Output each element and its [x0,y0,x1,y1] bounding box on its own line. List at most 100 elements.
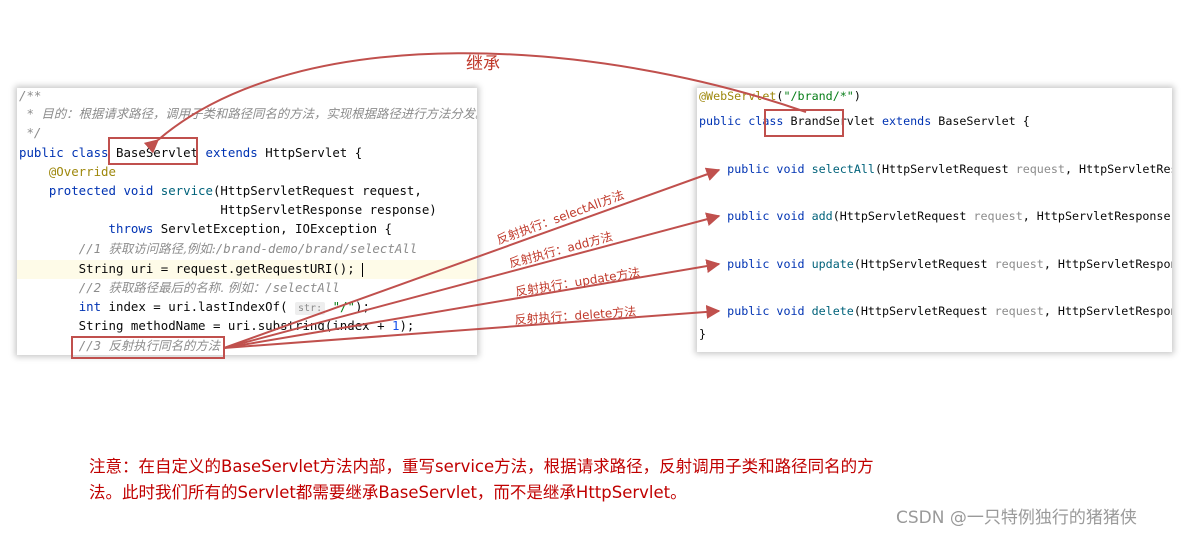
brand-servlet-code-panel: @WebServlet("/brand/*") public class Bran… [697,88,1172,352]
code-token: int [78,299,109,314]
code-token [19,183,49,198]
base-servlet-code-line: */ [19,125,41,141]
code-token: public void [727,209,812,223]
code-token: (HttpServletRequest [853,304,995,318]
code-token: BaseServlet { [938,114,1030,128]
base-servlet-code-line: protected void service(HttpServletReques… [19,183,422,199]
code-token: //3 [78,338,109,353]
brand-servlet-code-line: public void delete(HttpServletRequest re… [699,303,1172,319]
code-token [19,299,79,314]
code-token: , HttpServletResponse [1064,162,1172,176]
brand-servlet-code-line: @WebServlet("/brand/*") [699,88,861,104]
base-servlet-code-line: @Override [19,164,116,180]
code-token: String methodName = uri.substring(index … [19,318,392,333]
code-token: index = uri.lastIndexOf( [108,299,296,314]
base-servlet-code-panel: /** * 目的：根据请求路径，调用子类和路径同名的方法，实现根据路径进行方法分… [17,88,477,355]
code-token: ); [399,318,415,333]
code-token: ServletException, IOException { [160,221,393,236]
reflect-label-update: 反射执行：update方法 [514,265,642,299]
code-token: /selectAll [265,280,340,295]
base-servlet-code-line: * 目的：根据请求路径，调用子类和路径同名的方法，实现根据路径进行方法分发。 [19,106,477,122]
code-token: request [994,257,1044,271]
note-line-1: 注意：在自定义的BaseServlet方法内部，重写service方法，根据请求… [89,457,874,476]
code-token: request [973,209,1023,223]
base-servlet-code-line: throws ServletException, IOException { [19,221,392,237]
code-token: HttpServletResponse response) [19,202,437,217]
code-token: public void [727,162,812,176]
code-token [19,164,49,179]
code-token: HttpServlet { [265,145,363,160]
base-servlet-code-line: //3 反射执行同名的方法 [19,338,220,354]
code-token: public void [727,257,812,271]
code-token: 获取访问路径,例如: [108,241,216,256]
code-token [19,338,79,353]
code-token: 获取路径最后的名称. 例如： [108,280,266,295]
code-token: request [994,304,1044,318]
code-token [699,304,727,318]
base-servlet-code-line: String methodName = uri.substring(index … [19,318,415,334]
brand-servlet-code-line: public class BrandServlet extends BaseSe… [699,113,1030,129]
code-token: /brand-demo/brand/selectAll [215,241,418,256]
code-token: BrandServlet [790,114,875,128]
code-token: @WebServlet [699,89,777,103]
code-token: service [160,183,213,198]
code-token: add [811,209,833,223]
code-token: selectAll [811,162,875,176]
brand-servlet-code-line: } [699,326,706,342]
base-servlet-code-line: //2 获取路径最后的名称. 例如：/selectAll [19,280,340,296]
code-token: 反射执行同名的方法 [108,338,221,353]
code-token: } [699,327,707,341]
code-token [325,299,332,314]
code-token [19,280,79,295]
code-token: "/brand/*" [783,89,854,103]
code-token: str: [295,302,326,315]
code-token: protected void [48,183,161,198]
code-token: //2 [78,280,109,295]
csdn-watermark: CSDN @一只特例独行的猪猪侠 [896,508,1137,528]
code-token: delete [811,304,854,318]
code-token: , HttpServletResponse [1022,209,1172,223]
code-token: public class [19,145,116,160]
code-token: (HttpServletRequest [832,209,974,223]
code-token: request [1015,162,1065,176]
base-servlet-code-line: /** [19,88,41,104]
code-token: (HttpServletRequest [853,257,995,271]
base-servlet-code-line: //1 获取访问路径,例如:/brand-demo/brand/selectAl… [19,241,418,257]
reflect-label-delete: 反射执行：delete方法 [514,304,637,327]
code-token: //1 [78,241,109,256]
code-token: , HttpServletResponse [1043,257,1172,271]
code-token [19,241,79,256]
code-token [699,162,727,176]
code-token: 目的：根据请求路径，调用子类和路径同名的方法，实现根据路径进行方法分发。 [41,106,477,121]
code-token: extends [198,145,266,160]
base-servlet-code-line: String uri = request.getRequestURI(); [19,261,364,277]
code-token: String uri = request.getRequestURI(); [19,261,363,276]
code-token: /** [19,88,42,103]
brand-servlet-code-line: public void add(HttpServletRequest reque… [699,208,1172,224]
brand-servlet-code-line: public void update(HttpServletRequest re… [699,256,1172,272]
code-token: public void [727,304,812,318]
code-token [699,209,727,223]
base-servlet-code-line: HttpServletResponse response) [19,202,437,218]
text-caret [362,262,364,277]
code-token: BaseServlet [115,145,199,160]
code-token: ); [354,299,370,314]
base-servlet-code-line: public class BaseServlet extends HttpSer… [19,145,362,161]
note-line-2: 法。此时我们所有的Servlet都需要继承BaseServlet，而不是继承Ht… [89,483,687,502]
code-token: (HttpServletRequest request, [212,183,422,198]
base-servlet-code-line: int index = uri.lastIndexOf( str: "/"); [19,299,370,315]
code-token: * [19,106,42,121]
code-token: throws [108,221,161,236]
code-token [699,257,727,271]
code-token: */ [19,125,42,140]
code-token: @Override [48,164,116,179]
code-token: ) [853,89,861,103]
inherit-label: 继承 [466,54,500,74]
code-token: public class [699,114,791,128]
brand-servlet-code-line: public void selectAll(HttpServletRequest… [699,161,1172,177]
code-token [19,221,109,236]
code-token: "/" [332,299,355,314]
note-text: 注意：在自定义的BaseServlet方法内部，重写service方法，根据请求… [89,454,1029,506]
code-token: update [811,257,854,271]
code-token: , HttpServletResponse [1043,304,1172,318]
